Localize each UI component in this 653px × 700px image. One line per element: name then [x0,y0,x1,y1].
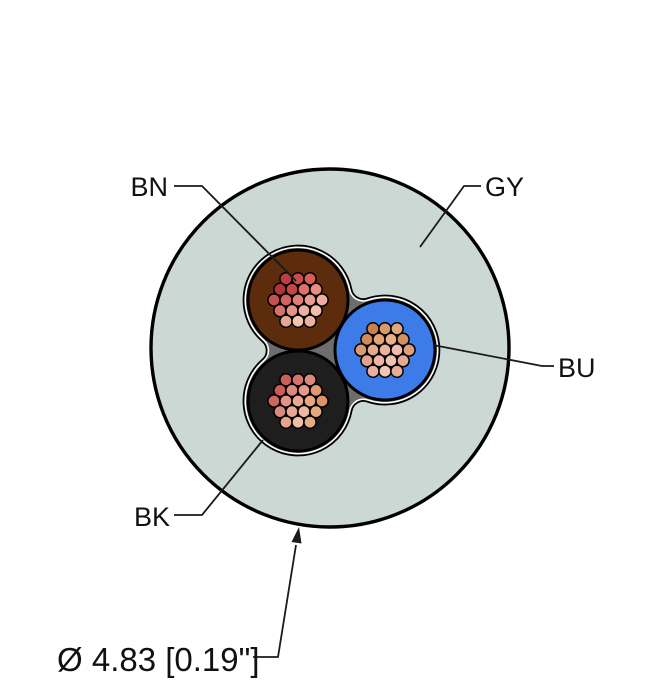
copper-strand [390,364,404,379]
cable-core-layers [242,244,441,457]
copper-strand [366,364,380,379]
copper-strand [303,415,317,430]
leader-bn [174,185,297,282]
copper-strand [279,415,293,430]
copper-strand [291,314,305,329]
label-bn: BN [130,172,168,202]
label-bu: BU [558,353,596,383]
copper-strand [309,282,323,297]
copper-strand [303,372,317,387]
copper-strand [402,343,416,357]
leader-bk [174,439,264,516]
copper-strand [291,415,305,430]
leader-bu [432,344,554,367]
copper-strand [309,383,323,398]
copper-strand [315,394,329,408]
dimension-label: Ø 4.83 [0.19"] [57,641,260,678]
copper-strand [396,353,410,368]
copper-strand [396,332,410,347]
copper-strand [390,321,404,336]
leader-gy [419,185,481,248]
copper-strand [378,364,392,379]
copper-strand [279,314,293,329]
dimension-arrowhead-icon [291,527,302,544]
copper-strand [303,314,317,329]
copper-strand [309,404,323,419]
copper-strand [303,271,317,286]
copper-strand [309,303,323,318]
leader-dimension [253,544,297,658]
label-bk: BK [134,502,170,532]
copper-strand [315,293,329,307]
label-gy: GY [485,172,524,202]
annotations: BN GY BU BK Ø 4.83 [0.19"] [57,172,596,678]
